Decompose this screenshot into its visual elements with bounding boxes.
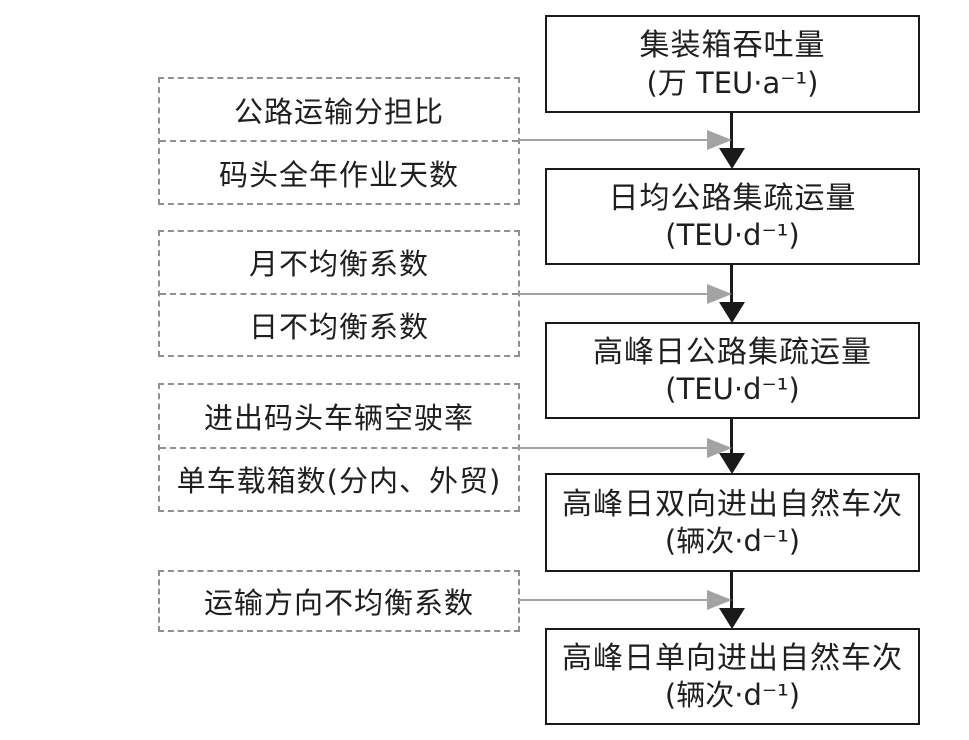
factor-label: 日不均衡系数: [248, 309, 429, 344]
factor-divider: [160, 292, 518, 295]
factor-arrow-right-3-icon: [707, 438, 732, 458]
stage-box-peak-day-one-way-vehicles: 高峰日单向进出自然车次 (辆次·d⁻¹): [545, 628, 920, 725]
stage-title: 集装箱吞吐量: [639, 28, 826, 64]
stage-unit: (TEU·d⁻¹): [665, 372, 800, 407]
flow-arrow-down-2-icon: [719, 302, 745, 323]
factor-label: 进出码头车辆空驶率: [203, 400, 474, 435]
factor-group-3: 进出码头车辆空驶率 单车载箱数(分内、外贸): [158, 383, 520, 512]
stage-box-throughput: 集装箱吞吐量 (万 TEU·a⁻¹): [545, 15, 920, 113]
factor-arrow-right-2-icon: [707, 284, 732, 304]
flow-arrow-down-1-icon: [719, 148, 745, 169]
flow-line-3: [730, 419, 733, 456]
stage-unit: (辆次·d⁻¹): [664, 678, 801, 713]
stage-unit: (辆次·d⁻¹): [664, 524, 801, 559]
stage-title: 高峰日双向进出自然车次: [562, 486, 903, 522]
factor-label: 月不均衡系数: [248, 247, 429, 282]
factor-label: 单车载箱数(分内、外贸): [176, 464, 502, 499]
factor-label: 码头全年作业天数: [218, 157, 459, 192]
flow-arrow-down-3-icon: [719, 453, 745, 474]
factor-label: 运输方向不均衡系数: [203, 586, 474, 620]
stage-box-peak-day-road-volume: 高峰日公路集疏运量 (TEU·d⁻¹): [545, 322, 920, 419]
factor-line-2: [519, 293, 709, 295]
stage-unit: (万 TEU·a⁻¹): [646, 65, 819, 100]
stage-title: 高峰日单向进出自然车次: [562, 640, 903, 676]
stage-box-daily-road-volume: 日均公路集疏运量 (TEU·d⁻¹): [545, 168, 920, 265]
stage-title: 高峰日公路集疏运量: [593, 334, 872, 370]
factor-line-4: [519, 599, 709, 601]
factor-label: 公路运输分担比: [233, 94, 444, 129]
factor-divider: [160, 140, 518, 142]
factor-group-2: 月不均衡系数 日不均衡系数: [158, 230, 520, 357]
stage-box-peak-day-two-way-vehicles: 高峰日双向进出自然车次 (辆次·d⁻¹): [545, 473, 920, 572]
factor-arrow-right-4-icon: [707, 590, 732, 610]
factor-group-4: 运输方向不均衡系数: [158, 570, 520, 632]
factor-arrow-right-1-icon: [707, 130, 732, 150]
stage-unit: (TEU·d⁻¹): [665, 218, 800, 253]
stage-title: 日均公路集疏运量: [608, 180, 857, 216]
factor-divider: [160, 446, 518, 449]
factor-group-1: 公路运输分担比 码头全年作业天数: [158, 77, 520, 205]
factor-line-3: [519, 447, 709, 449]
flow-arrow-down-4-icon: [719, 608, 745, 629]
factor-line-1: [519, 139, 709, 141]
